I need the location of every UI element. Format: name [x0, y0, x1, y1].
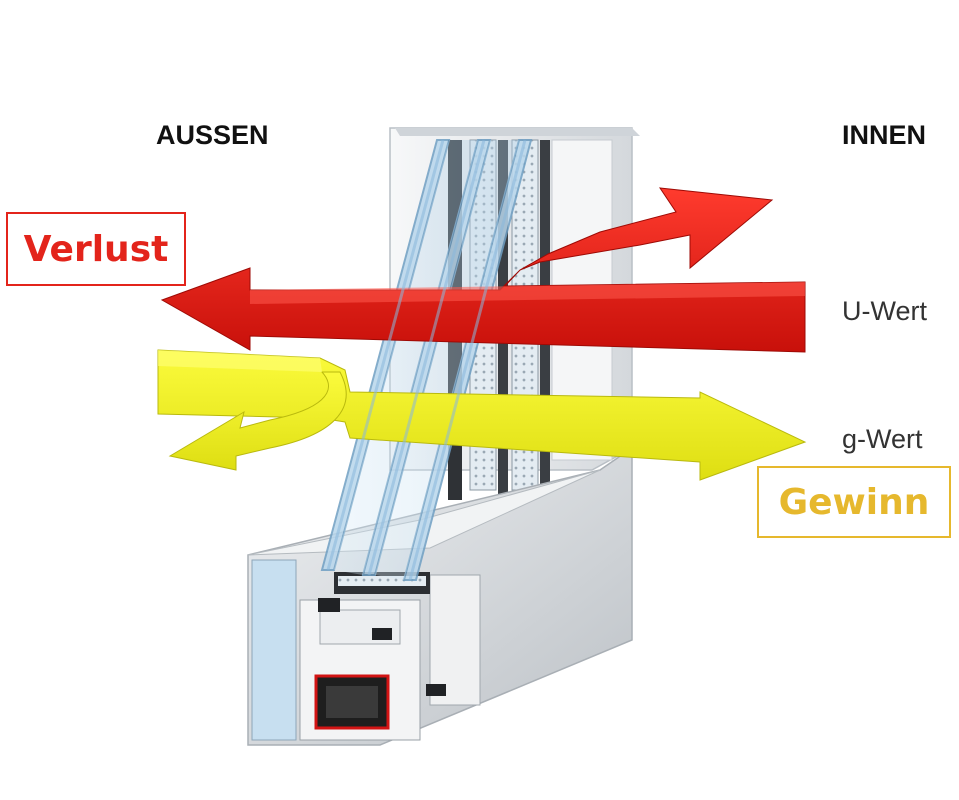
- gain-badge: Gewinn: [757, 466, 951, 538]
- g-value-label: g-Wert: [842, 424, 923, 454]
- solar-gain-arrow-icon: [157, 349, 807, 481]
- outside-label: AUSSEN: [156, 120, 269, 150]
- u-value-label: U-Wert: [842, 296, 927, 326]
- loss-label: Verlust: [23, 228, 169, 270]
- glass-edge-overlay: [326, 139, 527, 581]
- gain-label: Gewinn: [778, 481, 930, 523]
- window-sill-profile: [247, 446, 633, 746]
- loss-badge: Verlust: [6, 212, 186, 286]
- inside-label: INNEN: [842, 120, 927, 150]
- heat-loss-arrow-icon: [160, 187, 806, 353]
